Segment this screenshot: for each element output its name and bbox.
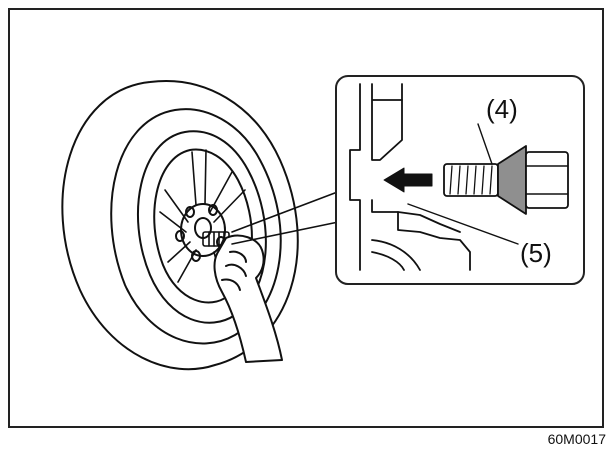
hand — [213, 234, 283, 363]
detail-inset — [335, 75, 585, 285]
figure-code: 60M0017 — [547, 431, 606, 447]
leader-lines — [407, 123, 519, 245]
tire — [61, 80, 299, 371]
figure-frame — [8, 8, 604, 428]
lock-bolt — [443, 145, 569, 215]
callout-5-label: (5) — [520, 238, 552, 268]
insertion-arrow — [383, 167, 433, 193]
callout-4-label: (4) — [486, 94, 518, 124]
zoom-callout-lines — [231, 187, 349, 245]
hub-cross-section — [349, 83, 471, 271]
